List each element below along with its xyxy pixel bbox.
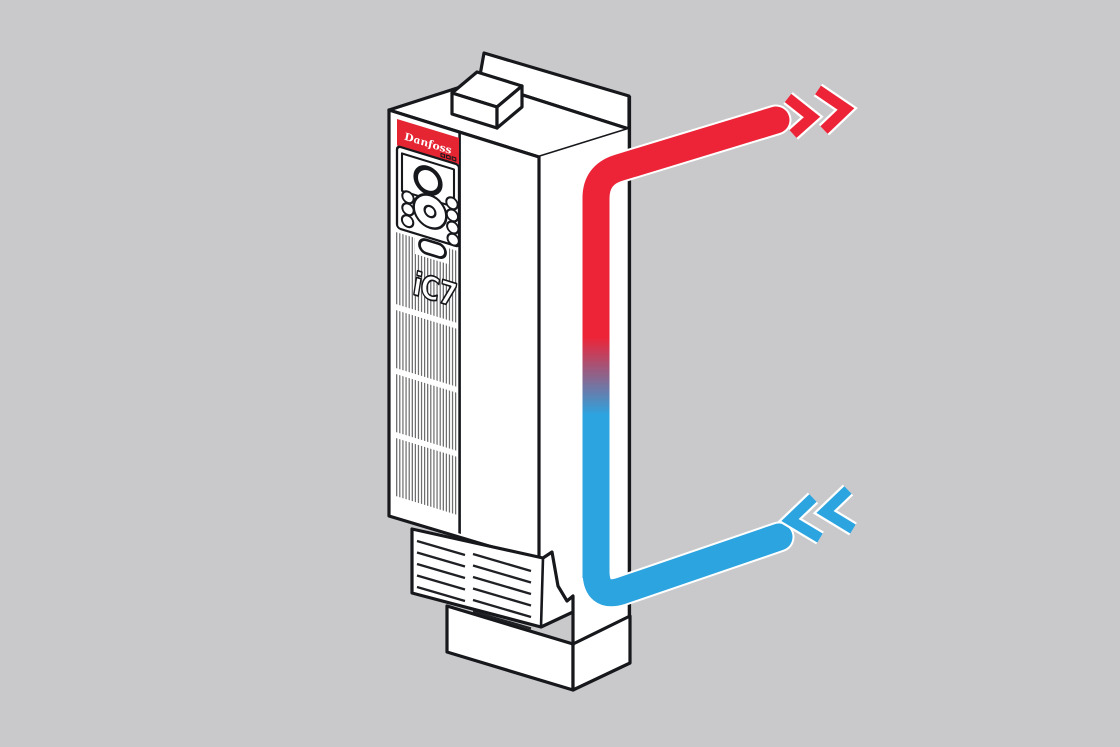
- hot-flow-chevrons: [784, 85, 855, 138]
- pedestal: [445, 604, 632, 692]
- cold-chevron-icon: [781, 494, 823, 543]
- cold-flow-chevrons: [781, 486, 856, 543]
- terminal-box-side: [495, 84, 524, 130]
- cold-pipe: [582, 523, 793, 607]
- pedestal-side: [571, 614, 632, 692]
- left-buttons: [400, 190, 415, 229]
- cover-fold-crease: [539, 557, 545, 628]
- flow-arrows: [777, 83, 858, 545]
- cover-vent-slots: [416, 539, 532, 630]
- display-status-icons: [440, 152, 457, 162]
- cold-chevron-icon: [816, 486, 856, 534]
- nav-wheel-center: [423, 204, 437, 219]
- terminal-box: [450, 70, 524, 130]
- vent-grille: [394, 231, 458, 515]
- control-panel: [395, 145, 461, 248]
- display-gauge-icon: [413, 165, 443, 196]
- hot-chevron-icon: [784, 93, 821, 138]
- handle: [418, 238, 447, 259]
- coolant-loop: [580, 104, 795, 609]
- bottom-cover: [410, 527, 575, 630]
- right-buttons: [445, 196, 460, 247]
- hot-chevron-icon: [815, 85, 855, 134]
- control-strip: Danfoss: [394, 118, 461, 534]
- cover-plate: [410, 527, 575, 629]
- brand-band: [397, 118, 459, 165]
